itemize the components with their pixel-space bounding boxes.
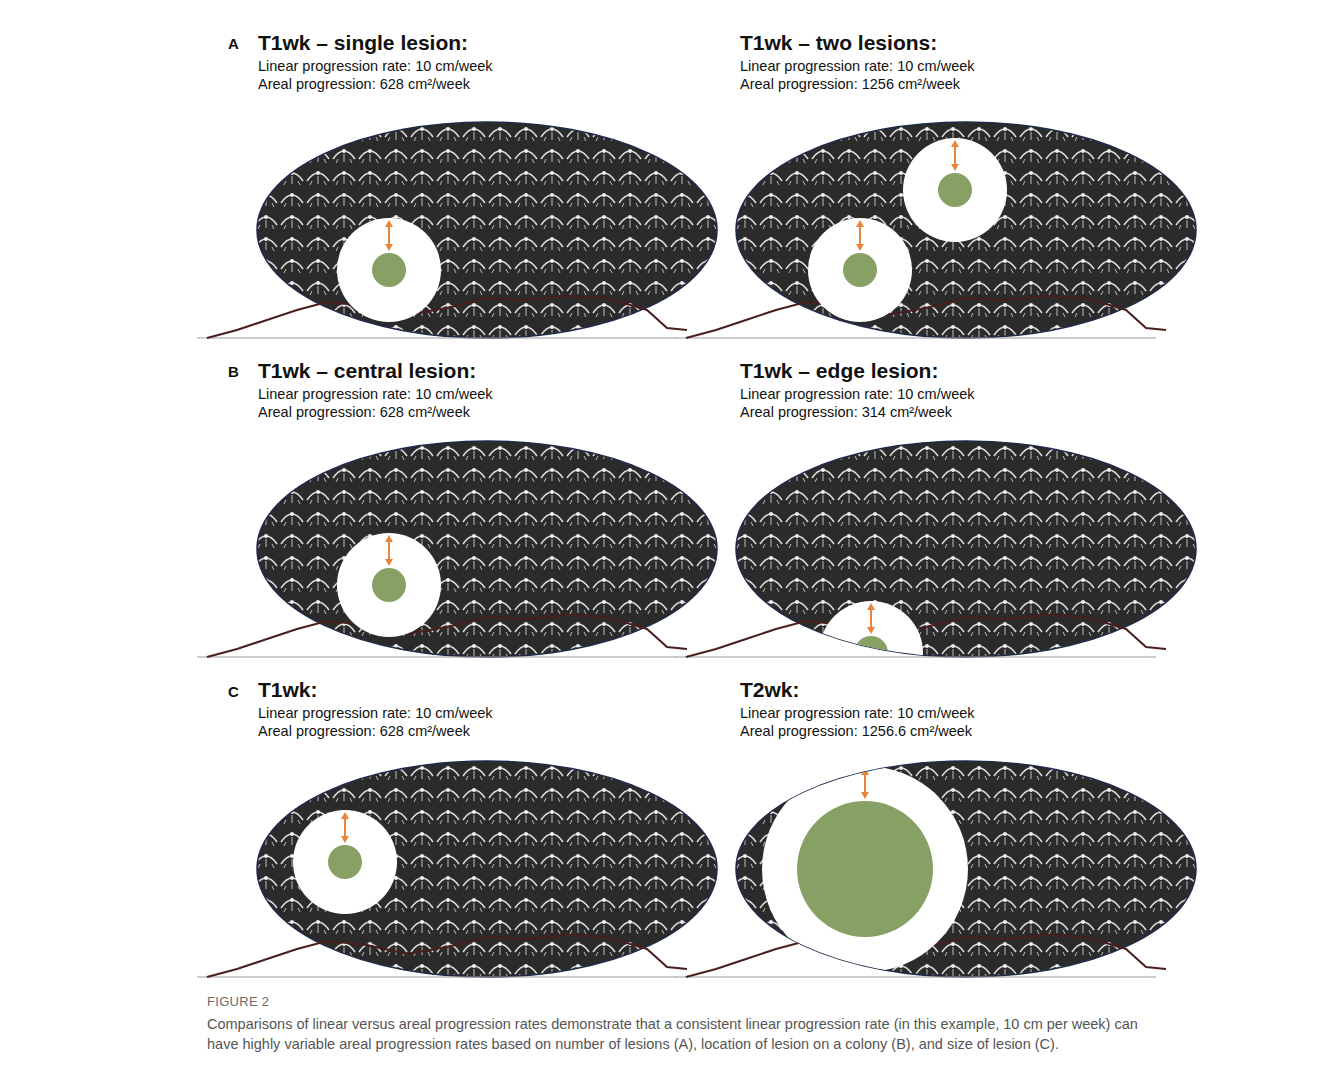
lesion-panel: T1wk:Linear progression rate: 10 cm/week… xyxy=(258,677,497,740)
rate-text: Areal progression: 628 cm²/week xyxy=(258,722,497,740)
panel-heading: T2wk: xyxy=(740,677,979,703)
lesion-panel: T1wk – single lesion:Linear progression … xyxy=(258,30,497,93)
panel-heading: T1wk – central lesion: xyxy=(258,358,497,384)
panel-heading: T1wk – edge lesion: xyxy=(740,358,979,384)
panel-letter: C xyxy=(228,683,239,700)
lesion-panel: T2wk:Linear progression rate: 10 cm/week… xyxy=(740,677,979,740)
lesion-panel: T1wk – central lesion:Linear progression… xyxy=(258,358,497,421)
rate-text: Linear progression rate: 10 cm/week xyxy=(258,704,497,722)
rate-text: Linear progression rate: 10 cm/week xyxy=(740,704,979,722)
panel-letter: B xyxy=(228,363,239,380)
lesion-panel: T1wk – two lesions:Linear progression ra… xyxy=(740,30,979,93)
rate-text: Linear progression rate: 10 cm/week xyxy=(258,57,497,75)
rate-text: Areal progression: 628 cm²/week xyxy=(258,75,497,93)
figure-number: FIGURE 2 xyxy=(207,994,269,1009)
lesion-panel: T1wk – edge lesion:Linear progression ra… xyxy=(740,358,979,421)
rate-text: Linear progression rate: 10 cm/week xyxy=(740,385,979,403)
rate-text: Linear progression rate: 10 cm/week xyxy=(258,385,497,403)
rate-text: Areal progression: 1256.6 cm²/week xyxy=(740,722,979,740)
panel-letter: A xyxy=(228,35,239,52)
rate-text: Linear progression rate: 10 cm/week xyxy=(740,57,979,75)
figure-caption: Comparisons of linear versus areal progr… xyxy=(207,1014,1142,1054)
panel-heading: T1wk: xyxy=(258,677,497,703)
rate-text: Areal progression: 314 cm²/week xyxy=(740,403,979,421)
panel-heading: T1wk – single lesion: xyxy=(258,30,497,56)
rate-text: Areal progression: 1256 cm²/week xyxy=(740,75,979,93)
panel-heading: T1wk – two lesions: xyxy=(740,30,979,56)
rate-text: Areal progression: 628 cm²/week xyxy=(258,403,497,421)
